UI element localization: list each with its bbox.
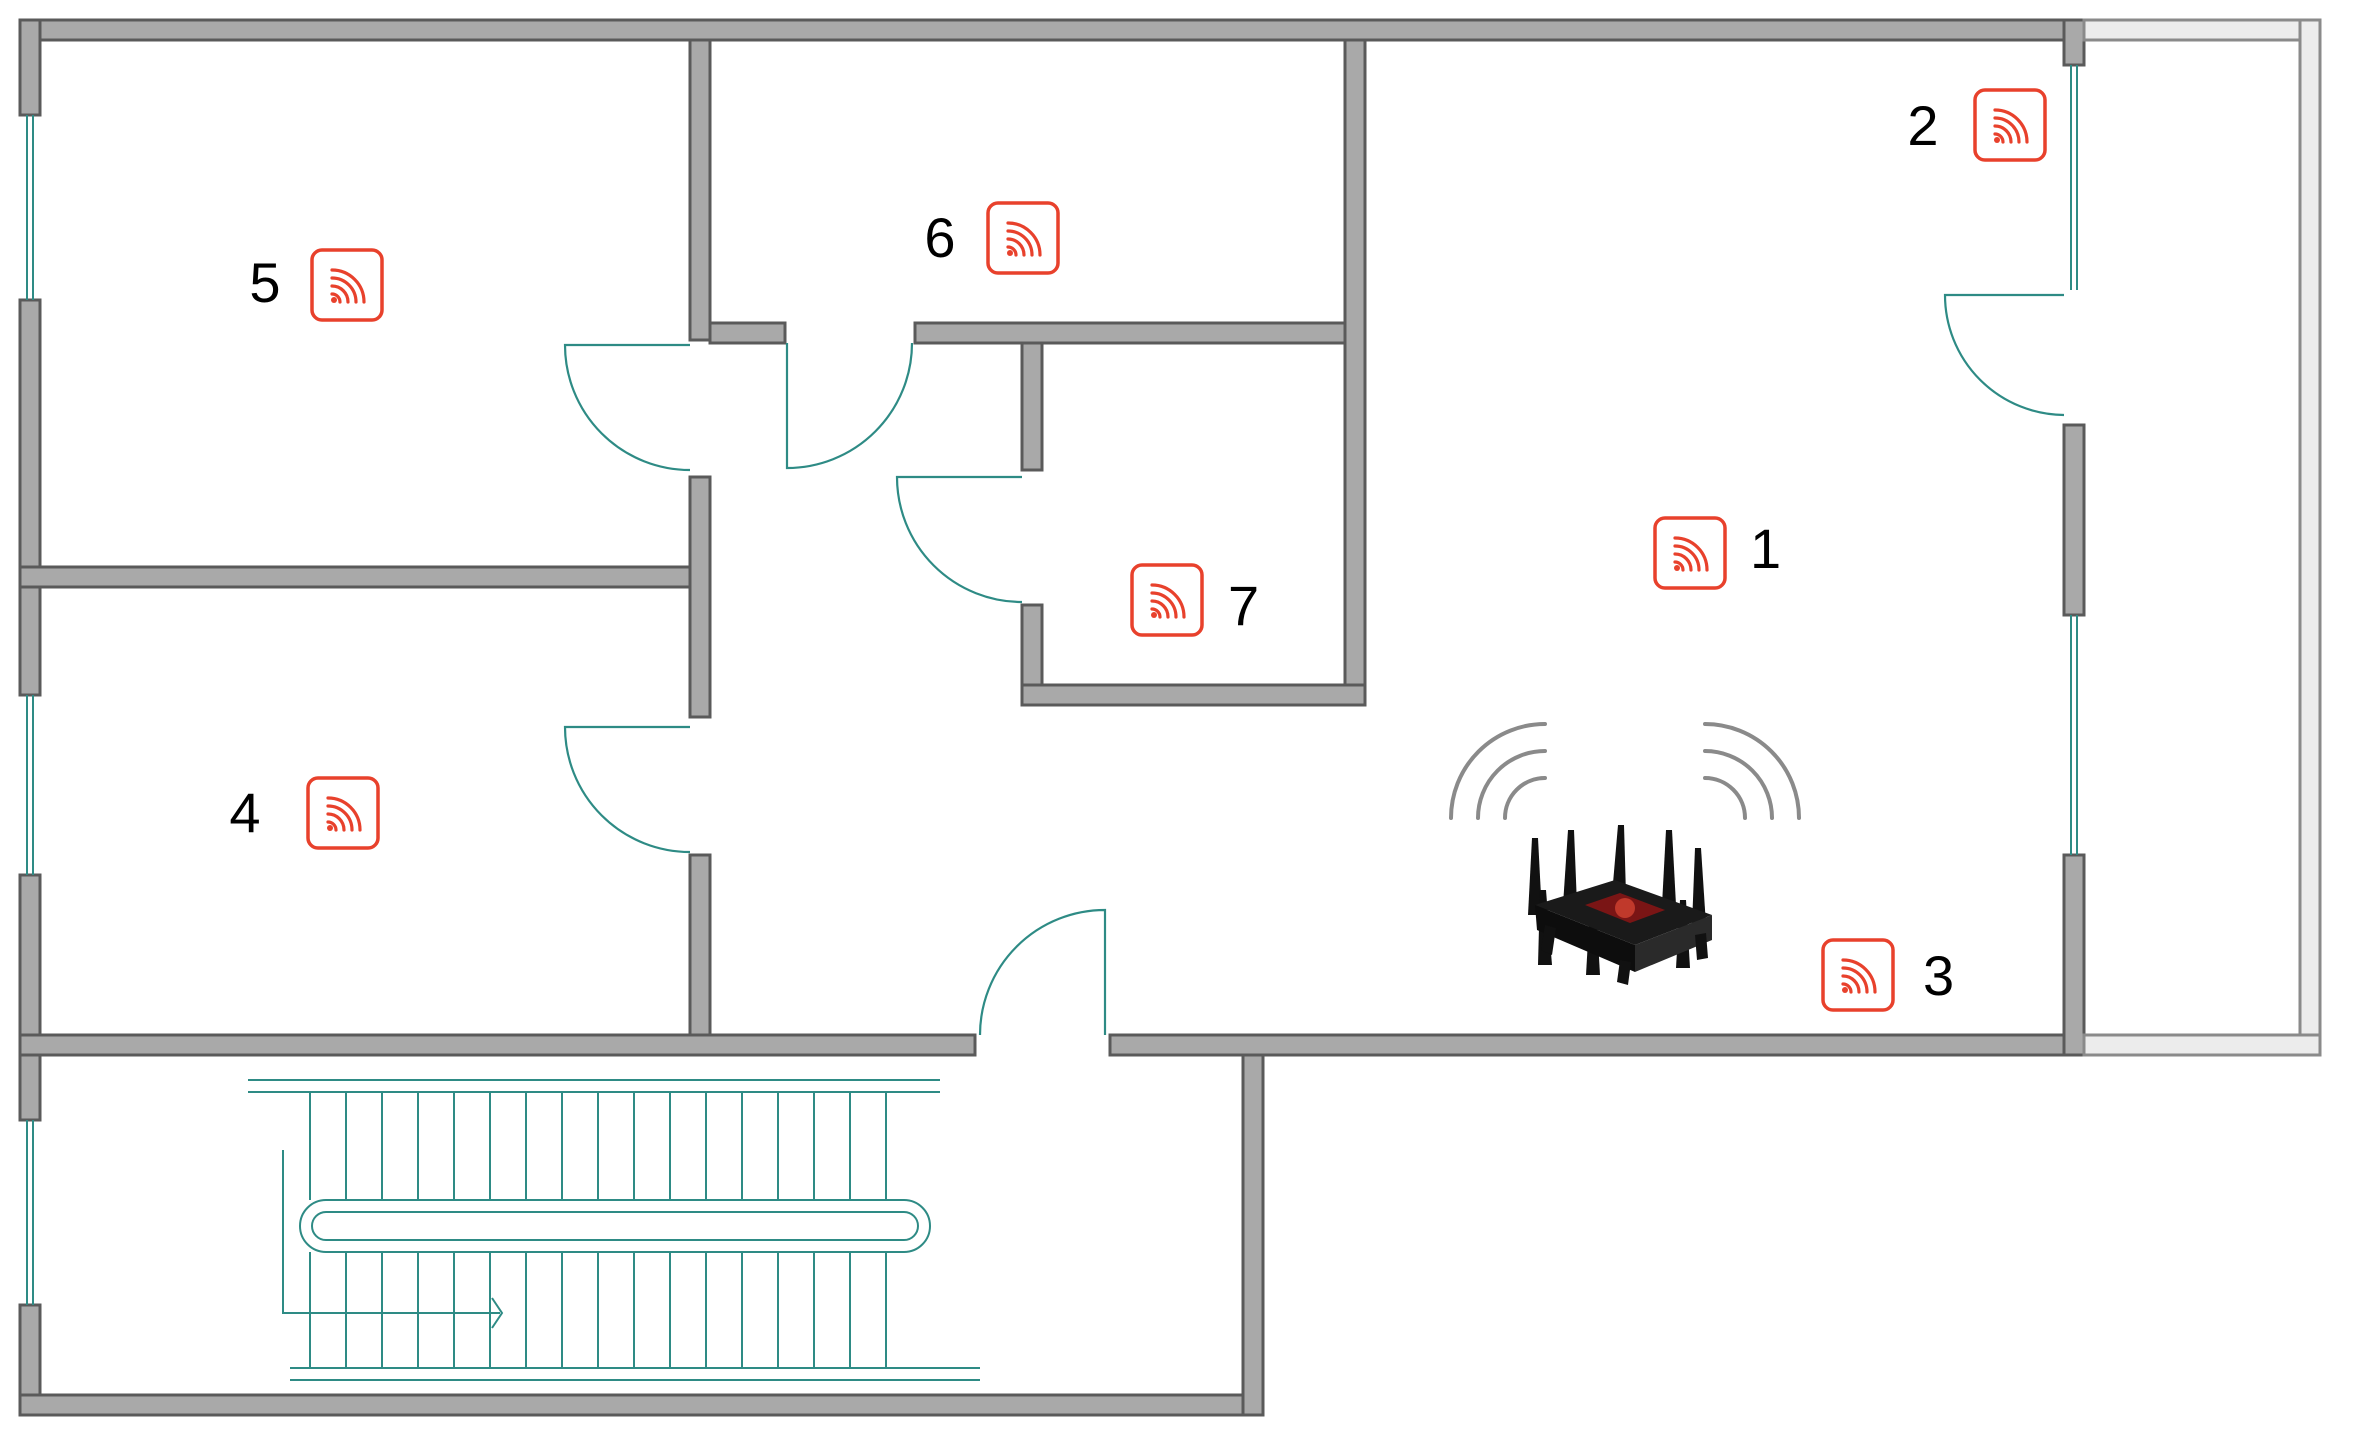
wifi-signal-icon [1653,516,1727,590]
wall-corridor-bottom [18,1033,977,1057]
access-point-number: 2 [1907,94,1938,157]
balcony-right [2298,18,2322,1057]
wall-outer-left [18,873,42,1122]
wall-outer-left [18,18,42,117]
access-point-1: 1 [1653,516,1781,590]
wall-outer-bottom [18,1393,1265,1417]
wall-room6-bottom [708,321,787,345]
signal-wave-left [1476,749,1547,820]
router-signal-waves [1449,722,1801,820]
door-entrance [978,908,1107,1036]
staircase [248,1079,980,1381]
balcony-top [2082,18,2322,42]
router-body [1635,915,1712,972]
router-antenna [1528,838,1542,915]
access-point-number: 1 [1750,517,1781,580]
balcony-bottom [2082,1033,2322,1057]
router-leg [1617,960,1631,985]
door-room5 [563,343,691,472]
wall-right [2062,18,2086,67]
access-point-number: 4 [229,781,260,844]
access-point-2: 2 [1907,88,2047,162]
router-leg [1541,925,1556,955]
router-antenna [1692,848,1706,925]
router-leg [1695,933,1708,960]
walls [18,18,2322,1417]
wifi-signal-icon [310,248,384,322]
signal-wave-left [1449,722,1547,820]
access-point-number: 3 [1923,944,1954,1007]
signal-wave-right [1703,776,1747,820]
wall-stair-right [1241,1033,1265,1417]
wall-corridor-left [688,475,712,719]
access-point-3: 3 [1821,938,1954,1012]
access-points: 1 2 3 4 5 6 7 [229,88,2047,1012]
stair-direction-arrow [282,1150,504,1329]
stair-steps [309,1092,887,1368]
wall-corridor-left [688,853,712,1037]
router-logo [1615,898,1635,918]
router-body [1535,905,1635,972]
access-point-number: 5 [249,251,280,314]
router-antenna [1612,825,1626,895]
signal-wave-right [1703,749,1774,820]
router-antenna [1563,830,1577,905]
wifi-signal-icon [1130,563,1204,637]
wall-corridor-bottom [1108,1033,2086,1057]
stair-handrail-top [248,1079,940,1093]
access-point-number: 7 [1228,574,1259,637]
door-room7 [895,475,1023,604]
signal-wave-right [1703,722,1801,820]
wall-room7-bottom [1020,683,1367,707]
access-point-6: 6 [924,201,1060,275]
door-room4 [563,725,691,854]
wifi-signal-icon [1973,88,2047,162]
door-room6 [785,342,914,470]
wall-outer-top [18,18,2086,42]
stair-landing-rail [311,1211,919,1241]
wall-room7-left [1020,341,1044,472]
wall-right [2062,423,2086,617]
wifi-signal-icon [986,201,1060,275]
access-point-5: 5 [249,248,384,322]
wifi-signal-icon [306,776,380,850]
access-point-7: 7 [1130,563,1259,637]
doors [563,293,2065,1036]
router-icon [1528,825,1712,985]
windows [26,65,2078,1305]
stair-landing-rail [299,1199,931,1253]
wall-room6-bottom [913,321,1347,345]
wall-room6-room1 [1343,38,1367,707]
wall-outer-left [18,298,42,697]
signal-wave-left [1503,776,1547,820]
access-point-number: 6 [924,206,955,269]
wall-room5-room4 [18,565,712,589]
access-point-4: 4 [229,776,380,850]
stair-handrail-bottom [290,1367,980,1381]
wifi-signal-icon [1821,938,1895,1012]
wall-corridor-left [688,38,712,342]
router-antenna [1662,830,1676,905]
door-balcony [1943,293,2065,417]
wall-right [2062,853,2086,1057]
